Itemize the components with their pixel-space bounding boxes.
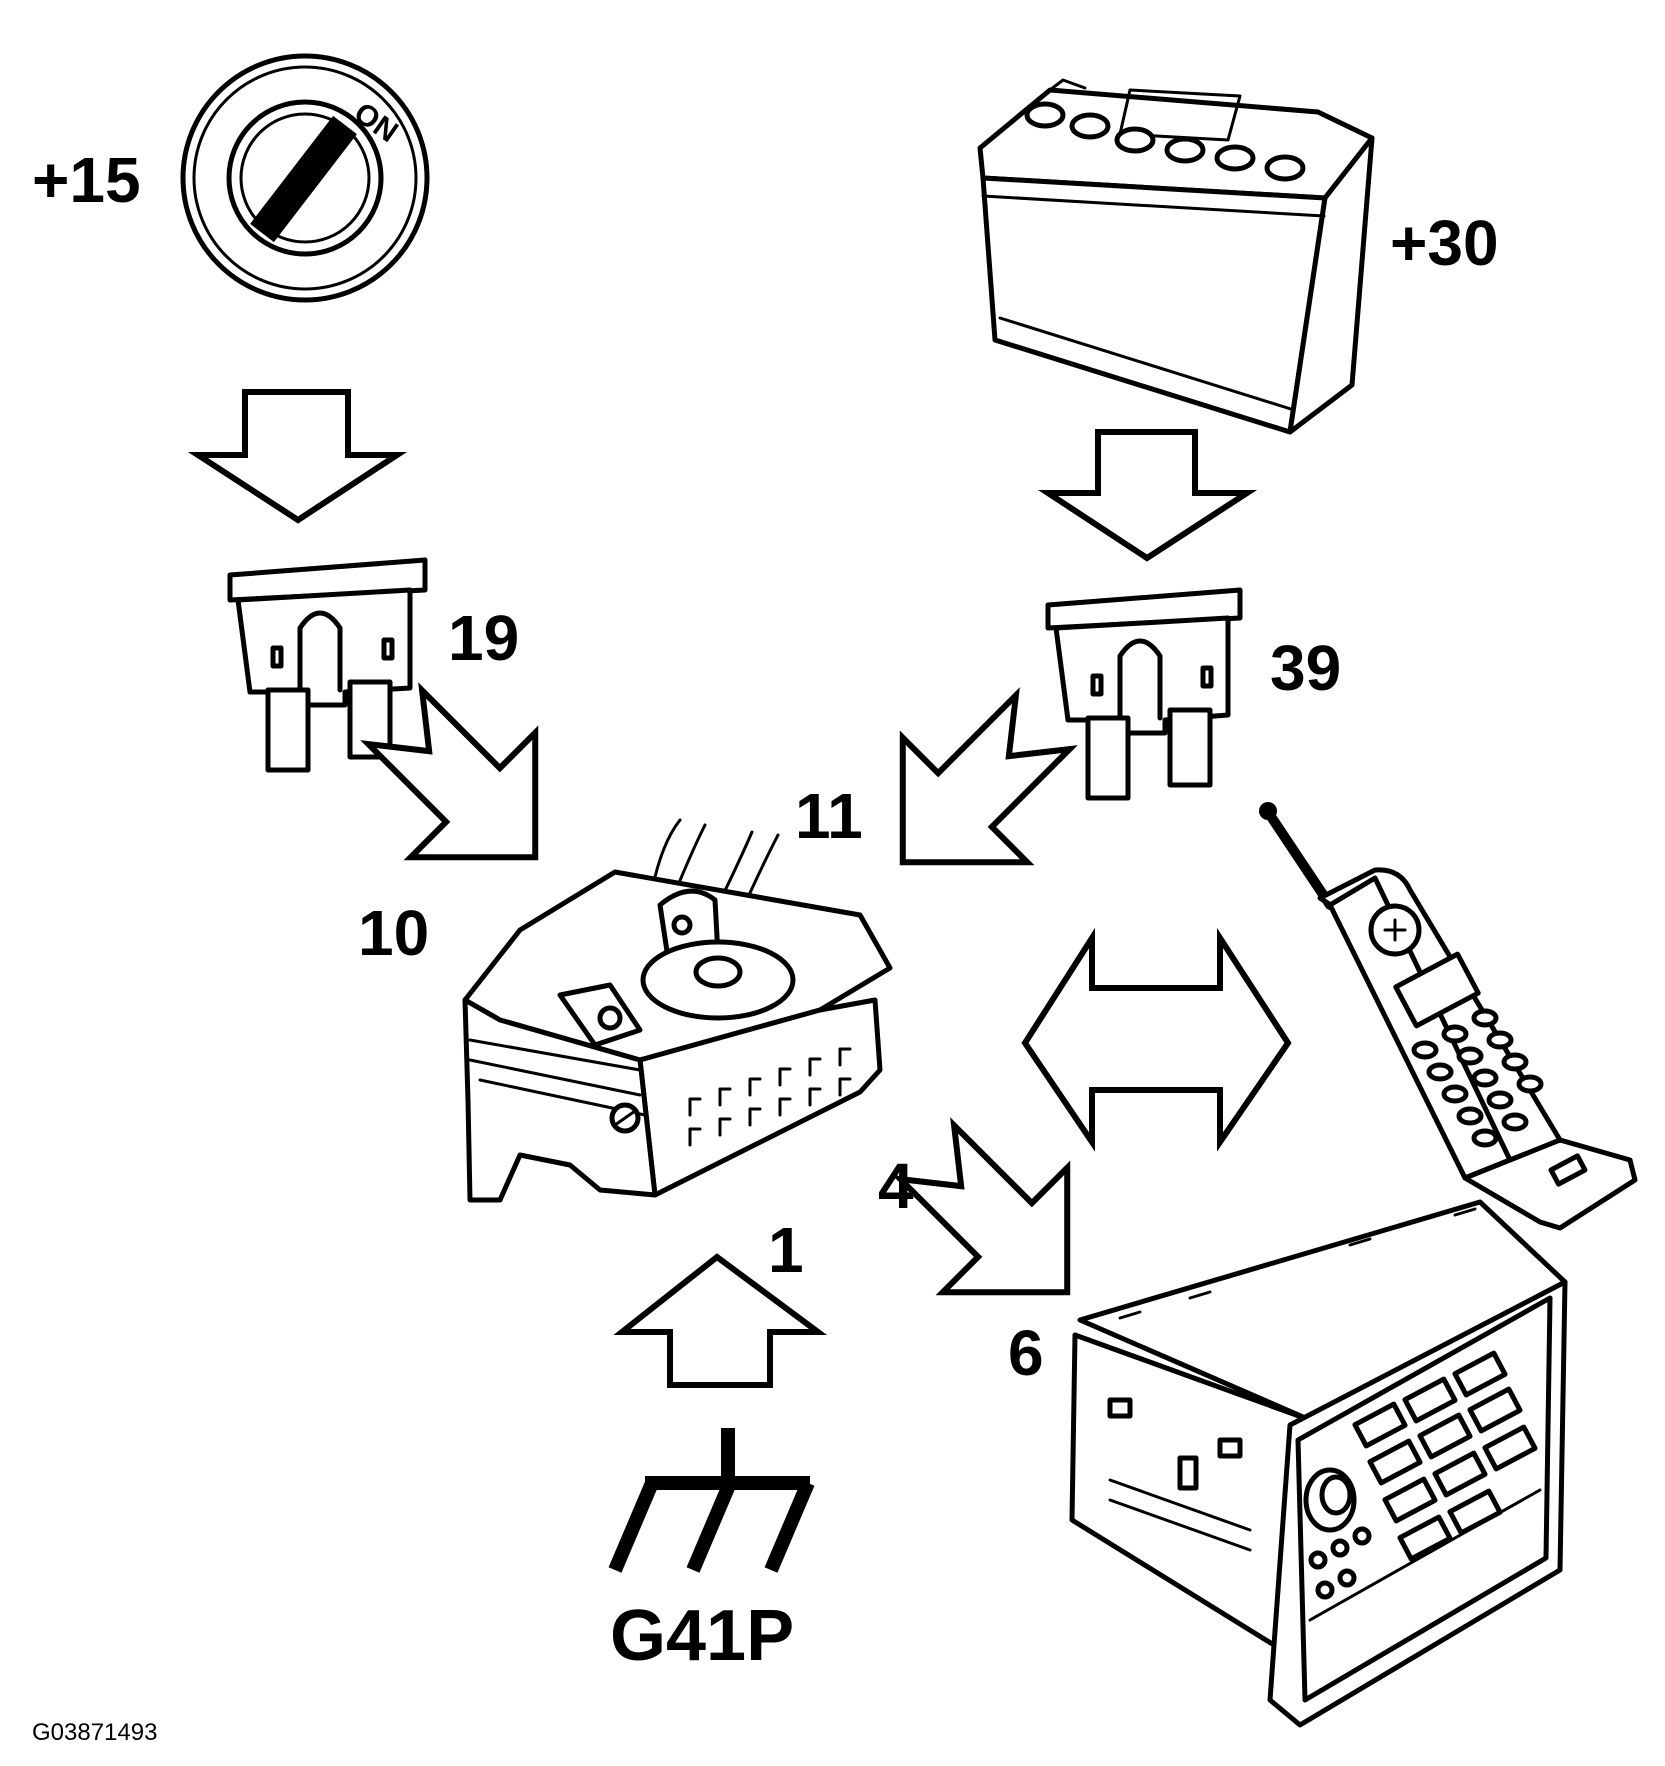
ground-label: G41P [610, 1596, 794, 1676]
control-module [462, 818, 893, 1203]
fuse-19-label: 19 [448, 602, 519, 674]
ground-symbol [608, 1428, 815, 1573]
arrow-module-to-radio [892, 1117, 1071, 1296]
ignition-terminal-label: +15 [32, 144, 141, 216]
ignition-switch: ON [180, 53, 430, 303]
arrow-ignition-to-fuse [187, 389, 408, 524]
arrow-ground-to-module [613, 1253, 828, 1388]
arrow-fuse39-to-module [899, 687, 1078, 866]
pin-11-label: 11 [795, 780, 863, 852]
battery-terminal-label: +30 [1390, 207, 1499, 279]
pin-1-label: 1 [768, 1214, 804, 1286]
radio-unit [1069, 1199, 1568, 1728]
pin-10-label: 10 [358, 897, 429, 969]
double-arrow-module-phone [1021, 927, 1292, 1152]
pin-4-label: 4 [878, 1150, 914, 1222]
mobile-phone [1259, 802, 1638, 1231]
arrow-battery-to-fuse [1037, 429, 1258, 562]
pin-6-label: 6 [1008, 1317, 1044, 1389]
arrow-fuse19-to-module [360, 682, 539, 861]
fuse-39-label: 39 [1270, 632, 1341, 704]
battery [977, 78, 1375, 435]
figure-id: G03871493 [32, 1719, 157, 1746]
fuse-19 [227, 557, 428, 773]
fuse-39 [1045, 587, 1243, 801]
